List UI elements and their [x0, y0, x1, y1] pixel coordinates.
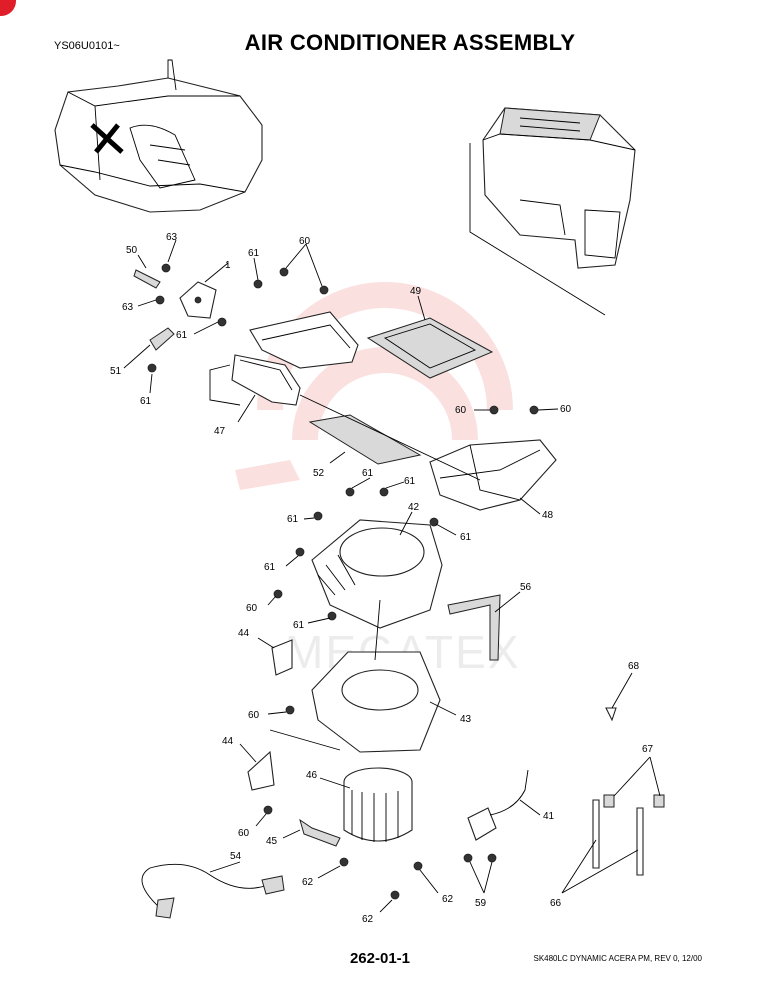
leader-lines [123, 239, 661, 913]
callout-44b: 44 [222, 736, 234, 747]
part-50-link [133, 269, 161, 289]
callout-66: 66 [550, 898, 562, 909]
callout-60e: 60 [248, 710, 260, 721]
upper-housing [249, 311, 359, 369]
callout-67: 67 [642, 744, 654, 755]
callout-60c: 60 [560, 404, 572, 415]
callout-51: 51 [110, 366, 122, 377]
manual-reference: SK480LC DYNAMIC ACERA PM, REV 0, 12/00 [533, 954, 702, 963]
part-44-bracket-lower [247, 750, 275, 791]
callout-54: 54 [230, 851, 242, 862]
part-67-caps [603, 794, 665, 808]
callout-56: 56 [520, 582, 532, 593]
callout-50: 50 [126, 245, 138, 256]
callout-44a: 44 [238, 628, 250, 639]
callout-68: 68 [628, 661, 640, 672]
part-46-blower-fan [343, 767, 413, 842]
callout-61b: 61 [140, 396, 152, 407]
callout-59: 59 [475, 898, 487, 909]
part-52-filter [308, 414, 422, 465]
callout-61e: 61 [404, 476, 416, 487]
callouts: 1 50 63 63 61 51 61 61 60 49 47 52 60 60… [110, 232, 654, 925]
page-title: AIR CONDITIONER ASSEMBLY [244, 30, 576, 55]
callout-61g: 61 [460, 532, 472, 543]
part-56-seal [447, 594, 501, 661]
callout-46: 46 [306, 770, 318, 781]
callout-47: 47 [214, 426, 226, 437]
part-68-clip [605, 707, 617, 722]
callout-48: 48 [542, 510, 554, 521]
callout-61c: 61 [248, 248, 260, 259]
callout-62c: 62 [442, 894, 454, 905]
callout-61d: 61 [362, 468, 374, 479]
callout-61i: 61 [293, 620, 305, 631]
heater-unit-illustration [469, 107, 636, 316]
part-49-filter-cover [366, 317, 494, 379]
callout-41: 41 [543, 811, 555, 822]
callout-60a: 60 [299, 236, 311, 247]
cab-overview-illustration [54, 59, 263, 213]
callout-1: 1 [225, 260, 231, 271]
callout-52: 52 [313, 468, 325, 479]
callout-49: 49 [410, 286, 422, 297]
part-44-bracket-upper [271, 639, 293, 676]
part-42-blower-case-upper [311, 519, 443, 629]
part-1-bracket [179, 281, 217, 319]
callout-43: 43 [460, 714, 472, 725]
callout-60f: 60 [238, 828, 250, 839]
part-54-harness [141, 863, 285, 919]
part-51-link [149, 327, 175, 351]
callout-42: 42 [408, 502, 420, 513]
callout-61h: 61 [264, 562, 276, 573]
callout-62a: 62 [302, 877, 314, 888]
page-number: 262-01-1 [349, 950, 411, 967]
callout-45: 45 [266, 836, 278, 847]
callout-63a: 63 [166, 232, 178, 243]
part-48-housing [429, 439, 557, 511]
part-43-blower-case-lower [311, 651, 441, 753]
serial-number: YS06U0101~ [54, 40, 120, 52]
part-47-duct [231, 354, 301, 406]
callout-60b: 60 [455, 405, 467, 416]
part-66-drain-pipes [592, 799, 644, 876]
part-45-connector [299, 818, 341, 847]
part-41-resistor [467, 769, 529, 841]
callout-61f: 61 [287, 514, 299, 525]
callout-62b: 62 [362, 914, 374, 925]
callout-63b: 63 [122, 302, 134, 313]
callout-60d: 60 [246, 603, 258, 614]
callout-61a: 61 [176, 330, 188, 341]
